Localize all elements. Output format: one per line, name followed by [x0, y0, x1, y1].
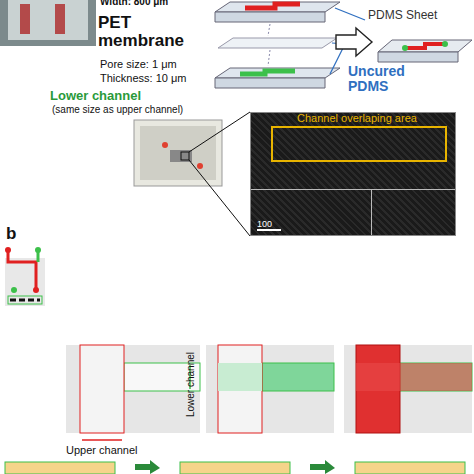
device-photo	[55, 4, 65, 34]
device-photo	[20, 4, 30, 34]
micrograph-texture	[251, 113, 455, 235]
text-label: Thickness: 10 μm	[100, 72, 186, 84]
text-label: Lower channel	[50, 88, 141, 103]
chip-schematic	[5, 247, 45, 306]
device-photo	[0, 0, 96, 46]
text-label: Uncured PDMS	[348, 64, 428, 93]
zoom-box	[181, 152, 189, 160]
text-label: Width: 800 μm	[100, 0, 168, 7]
text-label: (same size as upper channel)	[52, 104, 183, 115]
channel-panel	[344, 345, 472, 433]
channel-edge	[251, 189, 455, 190]
text-label: PET membrane	[98, 14, 178, 50]
device-photo	[140, 126, 216, 180]
micrograph-panel: 100 Channel overlaping area	[250, 112, 456, 236]
area-label: Channel overlaping area	[297, 112, 417, 124]
scale-bar	[257, 229, 281, 231]
device-photo	[8, 0, 88, 40]
text-label: PDMS Sheet	[368, 8, 437, 22]
channel-edge	[371, 189, 372, 235]
text-label: Pore size: 1 μm	[100, 58, 177, 70]
channel-panel	[66, 345, 200, 440]
zoom-line	[189, 160, 250, 236]
device-photo	[134, 120, 222, 186]
device-photo	[170, 150, 192, 162]
channel-panel	[206, 345, 334, 433]
text-label: Upper channel	[66, 444, 138, 456]
process-arrow	[336, 28, 372, 56]
scale-label: 100	[257, 219, 272, 229]
zoom-line	[189, 112, 250, 152]
text-label: b	[6, 224, 16, 244]
assembled-chip	[378, 40, 472, 62]
highlight-box: Channel overlaping area	[271, 126, 447, 162]
text-label: Lower channel	[185, 352, 196, 417]
cross-section	[5, 460, 465, 474]
